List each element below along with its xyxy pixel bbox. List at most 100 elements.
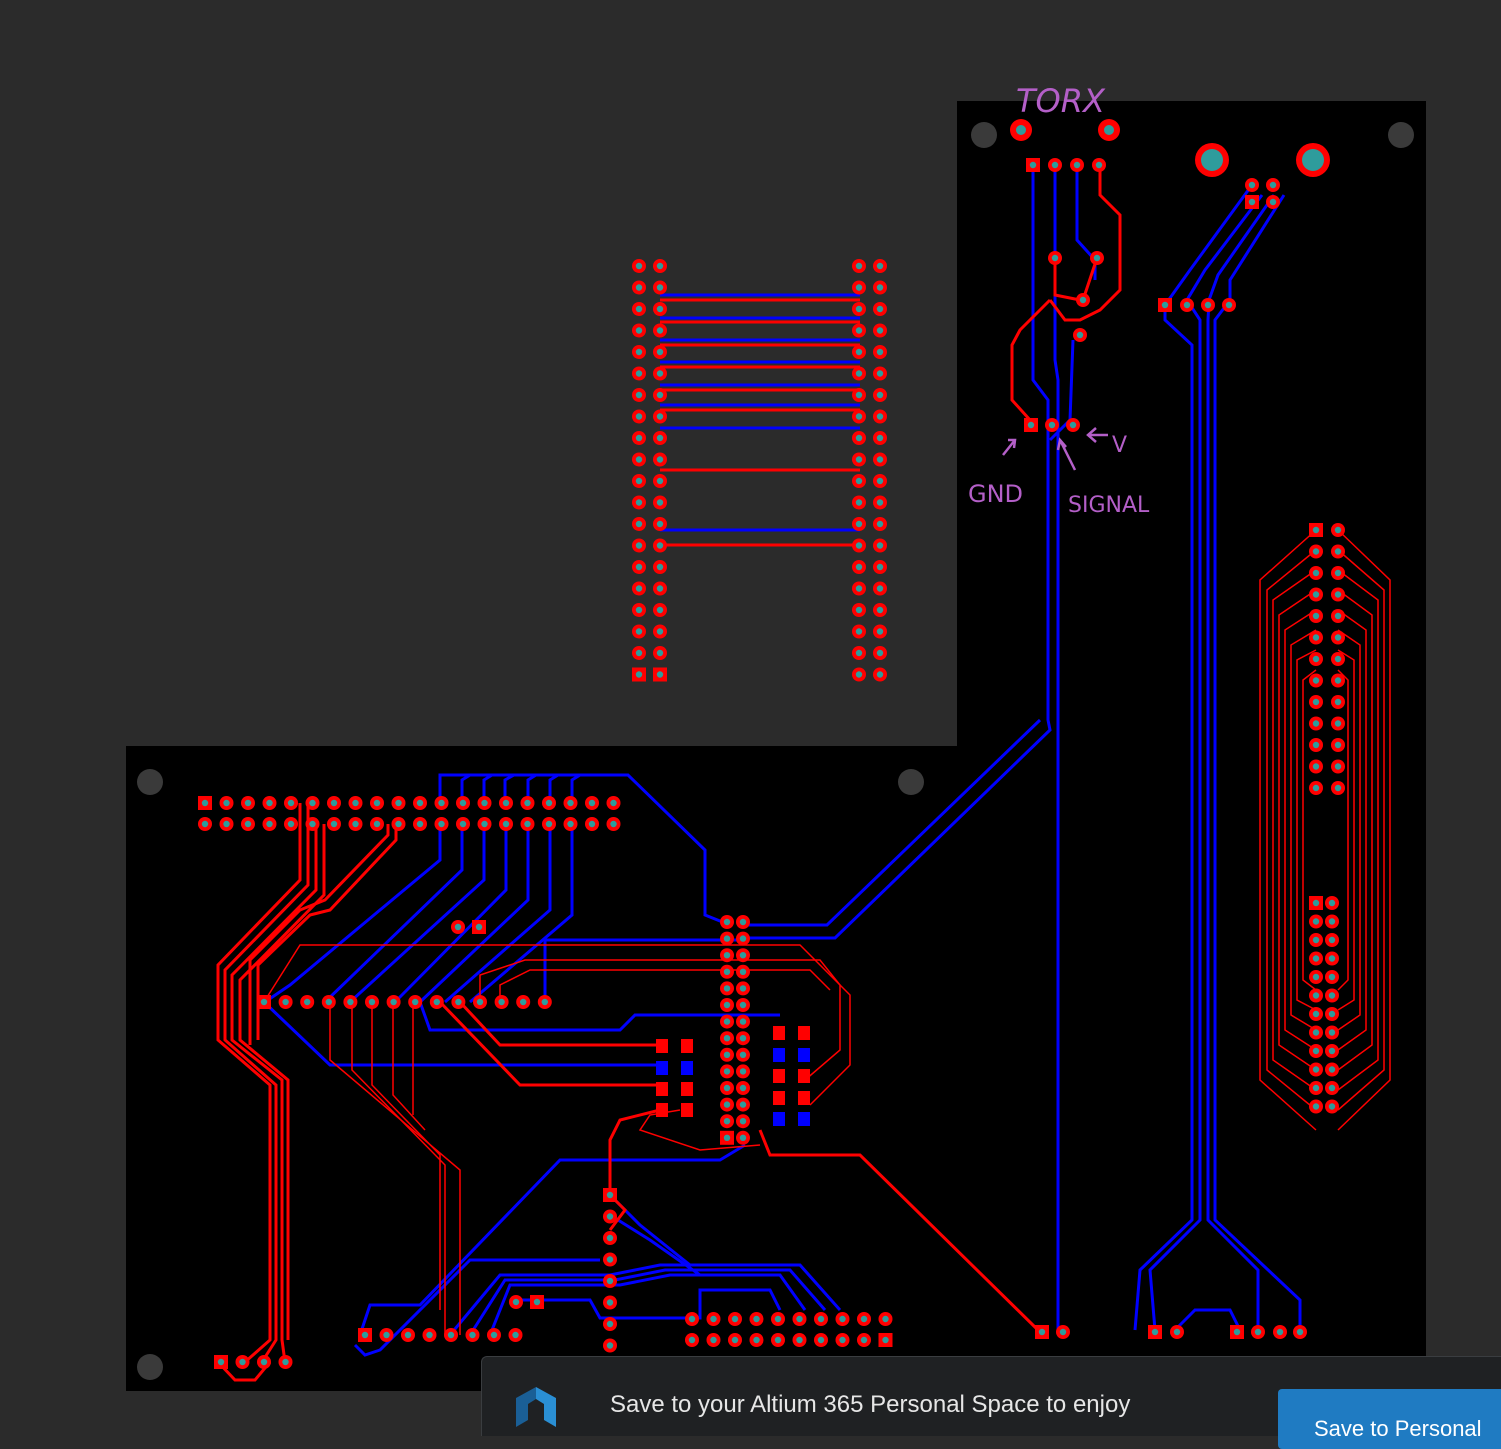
save-to-personal-button[interactable]: Save to Personal: [1278, 1389, 1501, 1449]
smd-pad: [656, 1039, 668, 1053]
pad: [720, 1064, 734, 1079]
pad: [343, 995, 358, 1009]
pad: [520, 796, 535, 810]
pad: [736, 964, 750, 979]
header-pad: [873, 452, 887, 467]
pad: [422, 1328, 437, 1342]
pad: [321, 995, 336, 1009]
pad: [1331, 716, 1345, 731]
pad: [1309, 587, 1323, 602]
header-pad: [653, 495, 667, 510]
bus-pad: [1222, 298, 1236, 312]
pad: [1148, 1325, 1162, 1339]
header-pad: [653, 259, 667, 273]
via-pad: [1076, 293, 1090, 307]
header-pad: [873, 474, 887, 488]
pad: [542, 796, 556, 810]
pad: [1331, 695, 1345, 709]
pad: [537, 995, 552, 1009]
pad: [379, 1328, 394, 1342]
pad: [530, 1295, 544, 1309]
pad: [214, 1355, 228, 1369]
pad: [1251, 1325, 1265, 1339]
annotation-gnd: GND: [968, 480, 1023, 508]
header-pad: [632, 667, 646, 682]
pad: [1266, 195, 1280, 209]
pad: [1309, 523, 1323, 537]
smd-pad: [681, 1082, 693, 1096]
pad: [1331, 630, 1345, 645]
pad: [456, 796, 470, 810]
save-banner: Save to your Altium 365 Personal Space t…: [481, 1356, 1501, 1449]
arrow-icon: [1058, 439, 1077, 471]
pad: [1331, 759, 1345, 774]
pad: [284, 817, 298, 831]
pad: [1325, 933, 1339, 947]
pad: [1331, 609, 1345, 623]
pad: [1325, 1007, 1339, 1021]
header-pad: [653, 474, 667, 488]
pad: [1309, 695, 1323, 709]
pad: [278, 995, 293, 1009]
pad: [1325, 1099, 1339, 1114]
pad: [1331, 781, 1345, 795]
header-pad: [873, 259, 887, 273]
pad: [603, 1274, 617, 1288]
header-pad: [873, 646, 887, 660]
header-pad: [653, 409, 667, 424]
pad: [603, 1338, 617, 1353]
pad: [465, 1328, 480, 1342]
pad: [1325, 1044, 1339, 1058]
header-pad: [632, 624, 646, 639]
pad: [499, 817, 513, 831]
pad: [262, 817, 277, 831]
pad: [771, 1312, 785, 1326]
pad: [327, 796, 341, 810]
header-pad: [873, 409, 887, 424]
pad: [603, 1209, 617, 1224]
header-pad: [653, 345, 667, 359]
pad: [835, 1312, 850, 1326]
pad: [720, 1130, 734, 1145]
header-pad: [653, 624, 667, 639]
pad: [603, 1231, 617, 1245]
pad: [1331, 587, 1345, 602]
connector-pad: [1092, 158, 1106, 172]
header-pad: [852, 280, 866, 295]
mounting-holes: [137, 122, 1414, 1380]
pad: [1056, 1325, 1070, 1339]
smd-pad: [656, 1082, 668, 1096]
pad: [878, 1312, 893, 1326]
header-pad: [653, 646, 667, 660]
pad: [792, 1312, 807, 1326]
banner-text: Save to your Altium 365 Personal Space t…: [610, 1391, 1131, 1418]
smd-pad: [656, 1061, 668, 1075]
pad: [241, 796, 255, 810]
pad: [720, 998, 734, 1012]
pad: [1331, 566, 1345, 580]
pad: [1309, 1062, 1323, 1077]
header-pad: [632, 452, 646, 467]
smd-pad: [773, 1091, 785, 1105]
pad: [499, 796, 513, 810]
pad: [235, 1355, 250, 1369]
header-pad: [852, 452, 866, 467]
pad: [1325, 1081, 1339, 1095]
pad: [878, 1333, 893, 1347]
pad: [736, 1130, 750, 1145]
pad: [1309, 738, 1323, 752]
pad: [262, 796, 277, 810]
pad: [1309, 1081, 1323, 1095]
pad: [508, 1328, 523, 1342]
pad: [771, 1333, 785, 1347]
pad: [391, 817, 406, 831]
connector-pad: [1070, 158, 1084, 172]
pad: [1331, 738, 1345, 752]
pad: [451, 995, 466, 1009]
pad: [720, 1047, 734, 1062]
pad: [1309, 716, 1323, 731]
pad: [1309, 1007, 1323, 1021]
pad: [542, 817, 556, 831]
pad: [219, 817, 234, 831]
